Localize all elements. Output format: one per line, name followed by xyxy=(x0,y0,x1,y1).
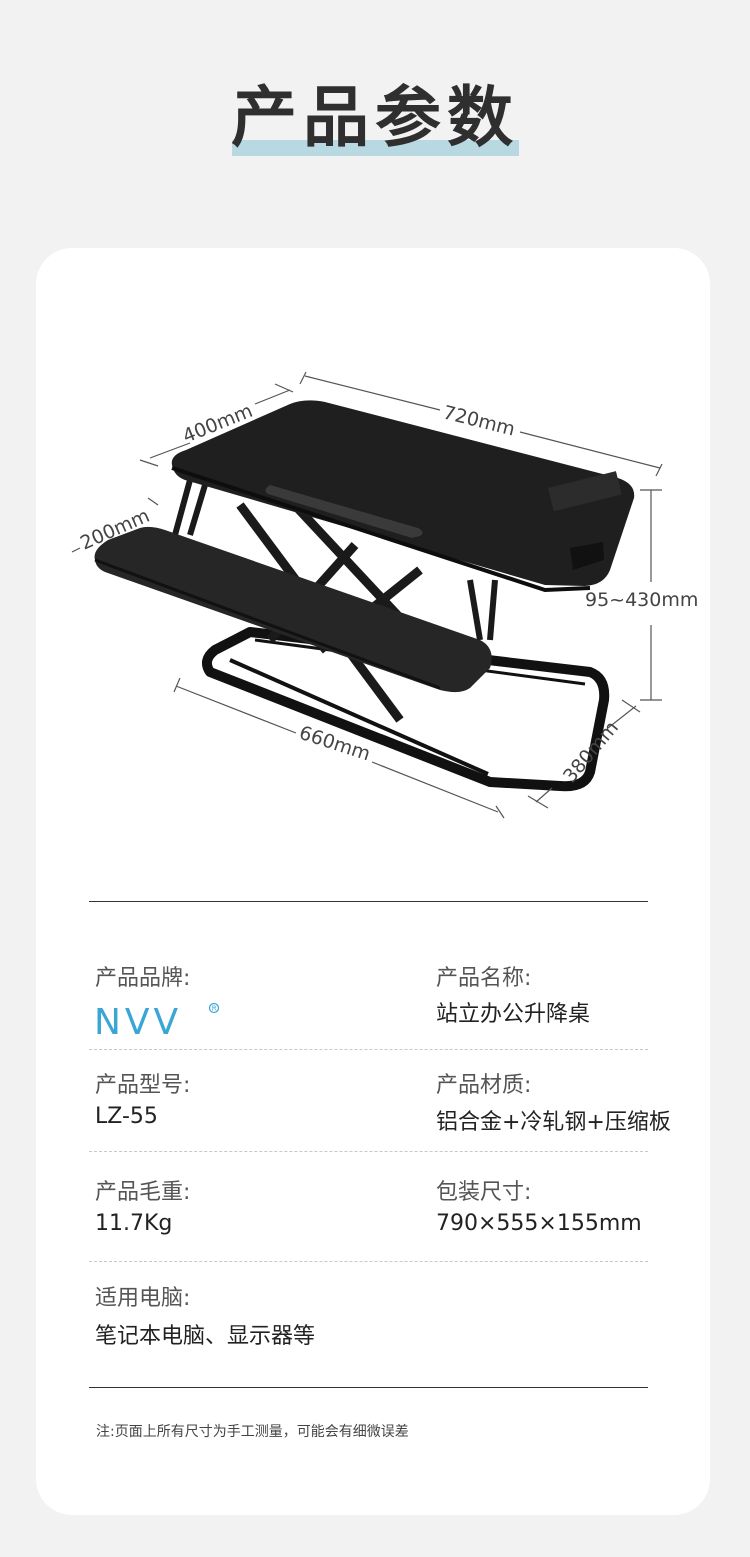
material-label: 产品材质: xyxy=(436,1073,532,1098)
row-divider-3 xyxy=(89,1261,648,1262)
package-value: 790×555×155mm xyxy=(436,1211,642,1236)
brand-label: 产品品牌: xyxy=(95,966,191,991)
package-label: 包装尺寸: xyxy=(436,1180,532,1205)
weight-label: 产品毛重: xyxy=(95,1180,191,1205)
model-label: 产品型号: xyxy=(95,1073,191,1098)
top-divider xyxy=(89,901,648,902)
dim-width-top: 720mm xyxy=(441,402,517,441)
brand-logo: NVV R xyxy=(94,1000,224,1044)
product-illustration: 400mm 720mm 200mm 95~430mm 660mm 380mm xyxy=(71,371,698,819)
material-value: 铝合金+冷轧钢+压缩板 xyxy=(436,1110,671,1135)
svg-text:R: R xyxy=(212,1005,217,1013)
model-value: LZ-55 xyxy=(95,1104,158,1129)
weight-value: 11.7Kg xyxy=(95,1211,173,1236)
brand-logo-text: NVV xyxy=(94,1002,182,1040)
name-value: 站立办公升降桌 xyxy=(436,1002,591,1027)
measurement-note: 注:页面上所有尺寸为手工测量，可能会有细微误差 xyxy=(96,1424,409,1440)
name-label: 产品名称: xyxy=(436,966,532,991)
use-label: 适用电脑: xyxy=(95,1286,191,1311)
use-value: 笔记本电脑、显示器等 xyxy=(95,1324,316,1349)
row-divider-1 xyxy=(89,1049,648,1050)
dim-height-range: 95~430mm xyxy=(585,589,698,611)
row-divider-2 xyxy=(89,1151,648,1152)
header: 产品参数 xyxy=(0,78,750,158)
page-title: 产品参数 xyxy=(231,79,519,156)
title-underline xyxy=(232,140,519,156)
bottom-divider xyxy=(89,1387,648,1388)
